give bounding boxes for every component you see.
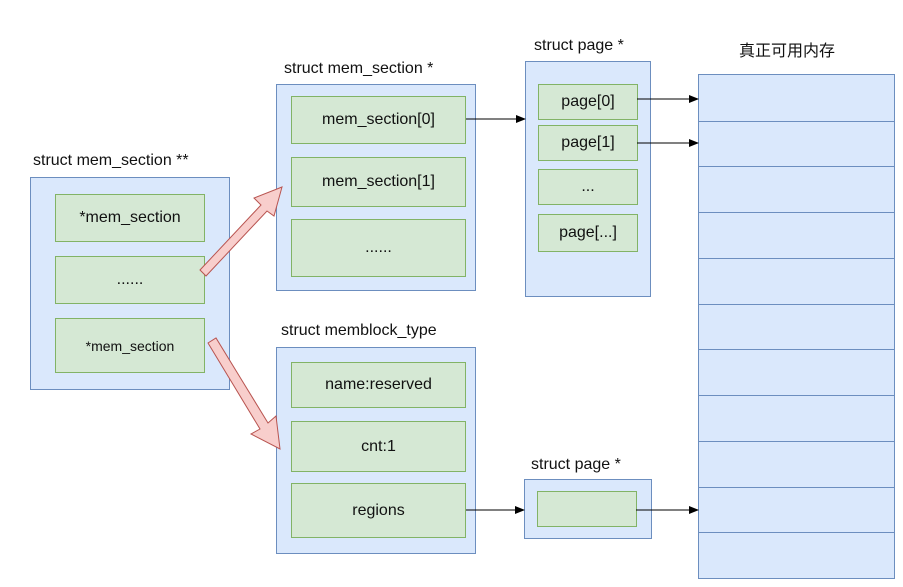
p-section-title: struct mem_section * — [284, 60, 434, 77]
page-array-top-cell-1: page[1] — [538, 125, 638, 161]
p-section-container: mem_section[0] mem_section[1] ...... — [276, 84, 476, 291]
memory-row-divider — [699, 258, 894, 259]
pp-section-cell-0: *mem_section — [55, 194, 205, 242]
page-array-top-cell-2: ... — [538, 169, 638, 205]
pp-section-cell-2: *mem_section — [55, 318, 205, 373]
page-array-bottom-title: struct page * — [531, 456, 621, 473]
memblock-type-cell-1: cnt:1 — [291, 421, 466, 472]
big-arrow-to-memblock-type — [207, 337, 281, 450]
memory-row-divider — [699, 212, 894, 213]
memory-row-divider — [699, 166, 894, 167]
pp-section-container: *mem_section ...... *mem_section — [30, 177, 230, 390]
real-memory-title: 真正可用内存 — [739, 43, 836, 60]
page-array-top-cell-3: page[...] — [538, 214, 638, 252]
big-arrow-to-mem-section-array — [199, 186, 283, 277]
page-array-top-container: page[0] page[1] ... page[...] — [525, 61, 651, 297]
memblock-type-title: struct memblock_type — [281, 322, 437, 339]
memory-row-divider — [699, 304, 894, 305]
memory-row-divider — [699, 121, 894, 122]
memory-row-divider — [699, 441, 894, 442]
p-section-cell-2: ...... — [291, 219, 466, 277]
page-array-bottom-cell-0 — [537, 491, 637, 527]
memblock-type-cell-0: name:reserved — [291, 362, 466, 408]
memblock-type-cell-2: regions — [291, 483, 466, 538]
real-memory-block — [698, 74, 895, 579]
pp-section-title: struct mem_section ** — [33, 152, 189, 169]
memblock-type-container: name:reserved cnt:1 regions — [276, 347, 476, 554]
page-array-bottom-container — [524, 479, 652, 539]
memory-row-divider — [699, 532, 894, 533]
pp-section-cell-1: ...... — [55, 256, 205, 304]
memory-row-divider — [699, 349, 894, 350]
p-section-cell-0: mem_section[0] — [291, 96, 466, 144]
memory-row-divider — [699, 395, 894, 396]
page-array-top-title: struct page * — [534, 37, 624, 54]
memory-row-divider — [699, 487, 894, 488]
page-array-top-cell-0: page[0] — [538, 84, 638, 120]
p-section-cell-1: mem_section[1] — [291, 157, 466, 207]
